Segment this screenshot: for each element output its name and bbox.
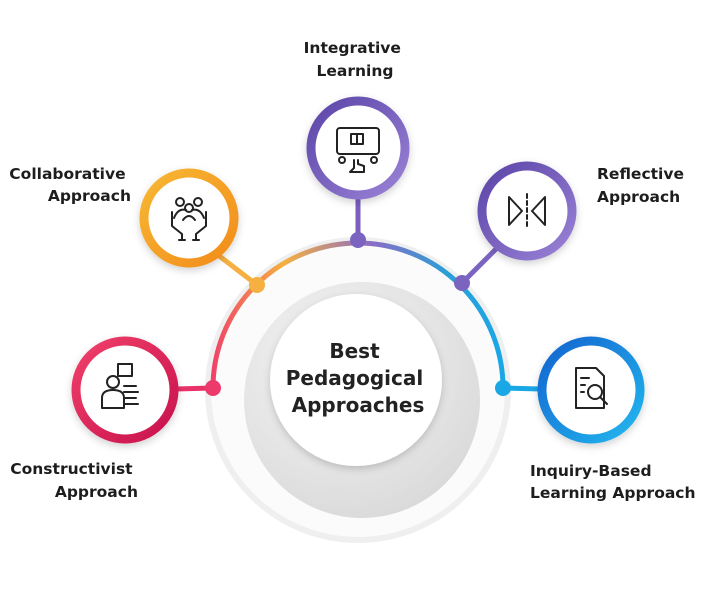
document-search-icon [575,367,608,409]
node-reflective [477,161,577,261]
connector-reflective [460,246,499,285]
node-inquiry [537,336,645,444]
node-constructivist [71,336,179,444]
dot-inquiry [495,380,511,396]
label-inquiry: Inquiry-Based Learning Approach [530,462,696,502]
label-collaborative: Collaborative Approach [9,165,131,205]
mirror-reflection-icon [508,193,546,229]
label-constructivist: Constructivist Approach [10,460,138,501]
touch-screen-icon [336,127,380,173]
presenter-icon [101,363,139,409]
dot-reflective [454,275,470,291]
node-collaborative [139,168,239,268]
label-reflective: Reflective Approach [597,165,689,206]
dot-constructivist [205,380,221,396]
node-integrative [306,96,410,200]
team-hands-icon [171,197,207,241]
connector-collaborative [216,253,259,287]
center-title: Best Pedagogical Approaches [286,339,430,417]
dot-collaborative [249,277,265,293]
label-integrative: Integrative Learning [304,39,407,80]
dot-integrative [350,232,366,248]
center-circle [270,294,442,466]
